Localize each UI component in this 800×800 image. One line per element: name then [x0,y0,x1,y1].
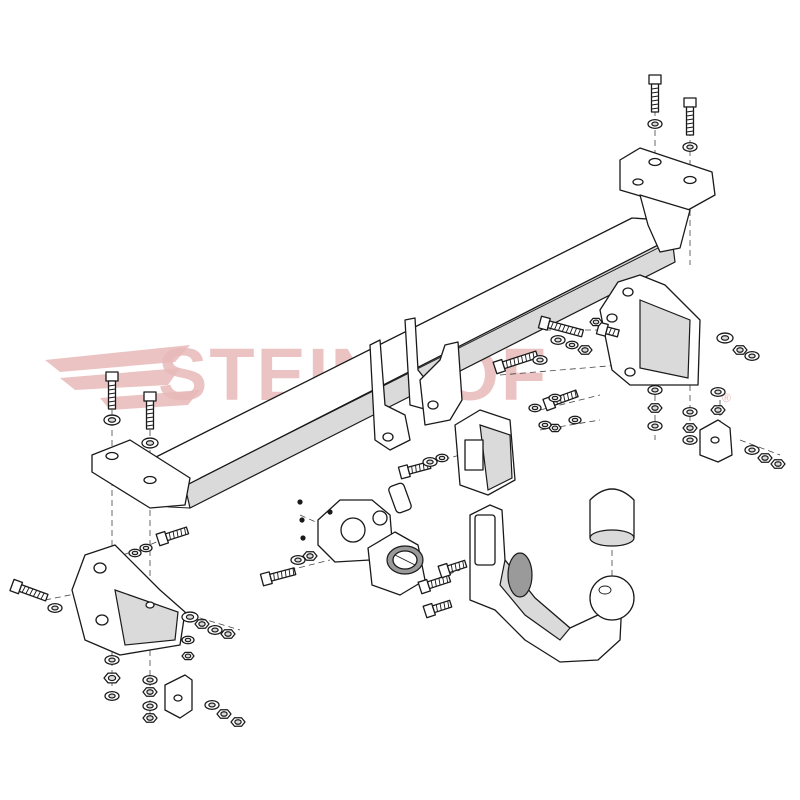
left-mounting-plate [91,439,191,509]
screw-icon [299,517,305,523]
right-side-arm [599,274,701,386]
left-side-arm [71,544,186,656]
right-corner-bracket [699,419,733,463]
screw-icon [297,499,303,505]
bolt-icon [143,391,157,430]
center-hanger-brackets [369,317,463,451]
bolt-icon [422,599,453,619]
fastener-set [9,74,786,727]
screw-icon [327,509,333,515]
bolt-icon [105,371,119,410]
bolt-icon [437,559,468,579]
left-corner-bracket [164,674,193,719]
bolt-icon [537,315,585,338]
ball-receiver-housing [454,409,516,496]
bolt-icon [683,97,697,136]
screw-icon [300,535,306,541]
bolt-icon [259,567,297,587]
bolt-icon [155,526,190,547]
tow-ball [589,575,635,621]
bolt-icon [648,74,662,113]
bolt-icon [417,574,452,595]
bolt-icon [9,578,49,602]
electrical-socket [367,531,426,596]
tow-ball-cap [589,488,635,547]
registered-mark: ® [722,391,731,405]
right-mounting-bracket [619,147,716,253]
tow-ball-arm [469,504,623,663]
